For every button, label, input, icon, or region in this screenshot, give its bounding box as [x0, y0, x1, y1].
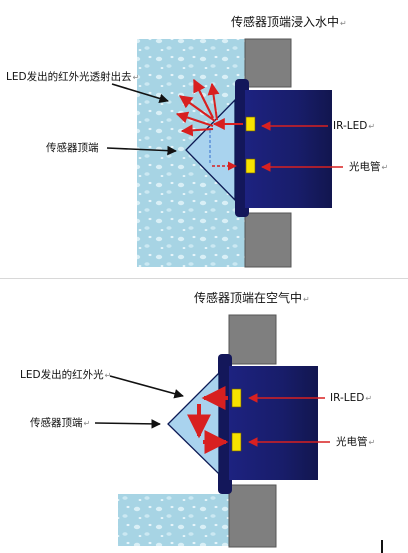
- led-light-pointer: [111, 83, 169, 104]
- sensor-tip-prism: [167, 371, 220, 476]
- bottom-led-light-label: LED发出的红外光↵: [20, 369, 111, 382]
- bottom-ir-led-label: IR-LED↵: [330, 392, 372, 405]
- return-mark: ↵: [104, 371, 112, 380]
- bottom-tip-label: 传感器顶端↵: [30, 417, 90, 430]
- photodiode-chip: [231, 432, 242, 452]
- sensor-body: [229, 366, 318, 480]
- led-light-pointer: [109, 375, 184, 399]
- escape-ray: [175, 111, 214, 127]
- wall-bottom: [228, 484, 277, 548]
- return-mark: ↵: [303, 295, 310, 304]
- return-mark: ↵: [132, 73, 140, 82]
- return-mark: ↵: [368, 122, 376, 131]
- top-photo-label: 光电管↵: [349, 161, 388, 174]
- return-mark: ↵: [368, 438, 376, 447]
- bottom-tip-text: 传感器顶端: [30, 417, 83, 429]
- bottom-photo-label: 光电管↵: [336, 436, 375, 449]
- top-tip-text: 传感器顶端: [46, 142, 99, 154]
- tip-pointer: [106, 145, 177, 156]
- return-mark: ↵: [365, 394, 373, 403]
- ir-led-chip: [231, 388, 242, 408]
- escape-ray: [193, 78, 214, 119]
- top-panel: [106, 38, 343, 268]
- bottom-ir-led-text: IR-LED: [330, 392, 365, 404]
- escape-ray: [207, 82, 220, 121]
- bottom-led-light-text: LED发出的红外光: [20, 369, 104, 381]
- top-led-light-label: LED发出的红外光透射出去↵: [6, 71, 139, 84]
- top-title-text: 传感器顶端浸入水中: [231, 15, 340, 29]
- top-ir-led-label: IR-LED↵: [333, 120, 375, 133]
- water-area: [118, 494, 245, 546]
- escape-ray: [178, 95, 216, 122]
- wall-top: [228, 314, 277, 365]
- escape-ray: [180, 124, 214, 137]
- return-mark: ↵: [83, 419, 91, 428]
- bottom-photo-text: 光电管: [336, 436, 368, 448]
- top-title: 传感器顶端浸入水中↵: [231, 16, 347, 30]
- ir-led-chip: [245, 116, 256, 132]
- bottom-title: 传感器顶端在空气中↵: [194, 292, 310, 306]
- photodiode-chip: [245, 158, 256, 174]
- bottom-panel: [94, 314, 330, 548]
- top-tip-label: 传感器顶端: [46, 142, 99, 154]
- return-mark: ↵: [381, 163, 389, 172]
- top-led-light-text: LED发出的红外光透射出去: [6, 71, 132, 83]
- return-mark: ↵: [340, 19, 347, 28]
- text-cursor: [381, 540, 383, 553]
- tip-pointer: [94, 419, 161, 429]
- wall-top: [244, 38, 292, 88]
- top-photo-text: 光电管: [349, 161, 381, 173]
- sensor-body: [245, 90, 332, 208]
- wall-bottom: [244, 212, 292, 268]
- panel-divider: [0, 278, 408, 279]
- top-ir-led-text: IR-LED: [333, 120, 368, 132]
- bottom-title-text: 传感器顶端在空气中: [194, 291, 303, 305]
